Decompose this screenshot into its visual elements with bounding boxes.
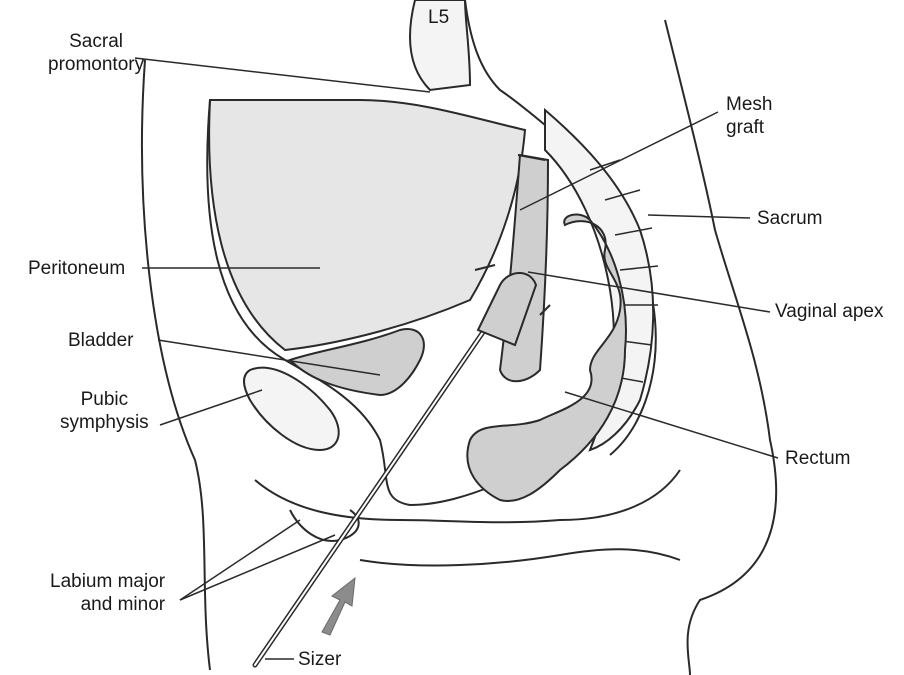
leader-labium [180,520,300,600]
label-sizer: Sizer [298,648,341,671]
peritoneum-region [209,100,525,350]
leader-sacrum [648,215,750,218]
label-sacral-promontory: Sacral promontory [48,30,144,76]
label-bladder: Bladder [68,329,134,352]
label-sacrum: Sacrum [757,207,822,230]
leader-sacral-promontory [135,58,430,92]
label-peritoneum: Peritoneum [28,257,125,280]
insertion-arrow [322,578,355,635]
label-mesh-graft: Mesh graft [726,93,772,139]
label-pubic-symphysis: Pubic symphysis [60,388,149,434]
label-vaginal-apex: Vaginal apex [775,300,883,323]
label-rectum: Rectum [785,447,850,470]
lower-body-curve [360,549,680,565]
perineum-outline [255,470,680,522]
label-l5: L5 [428,6,449,29]
label-labium: Labium major and minor [50,570,165,616]
